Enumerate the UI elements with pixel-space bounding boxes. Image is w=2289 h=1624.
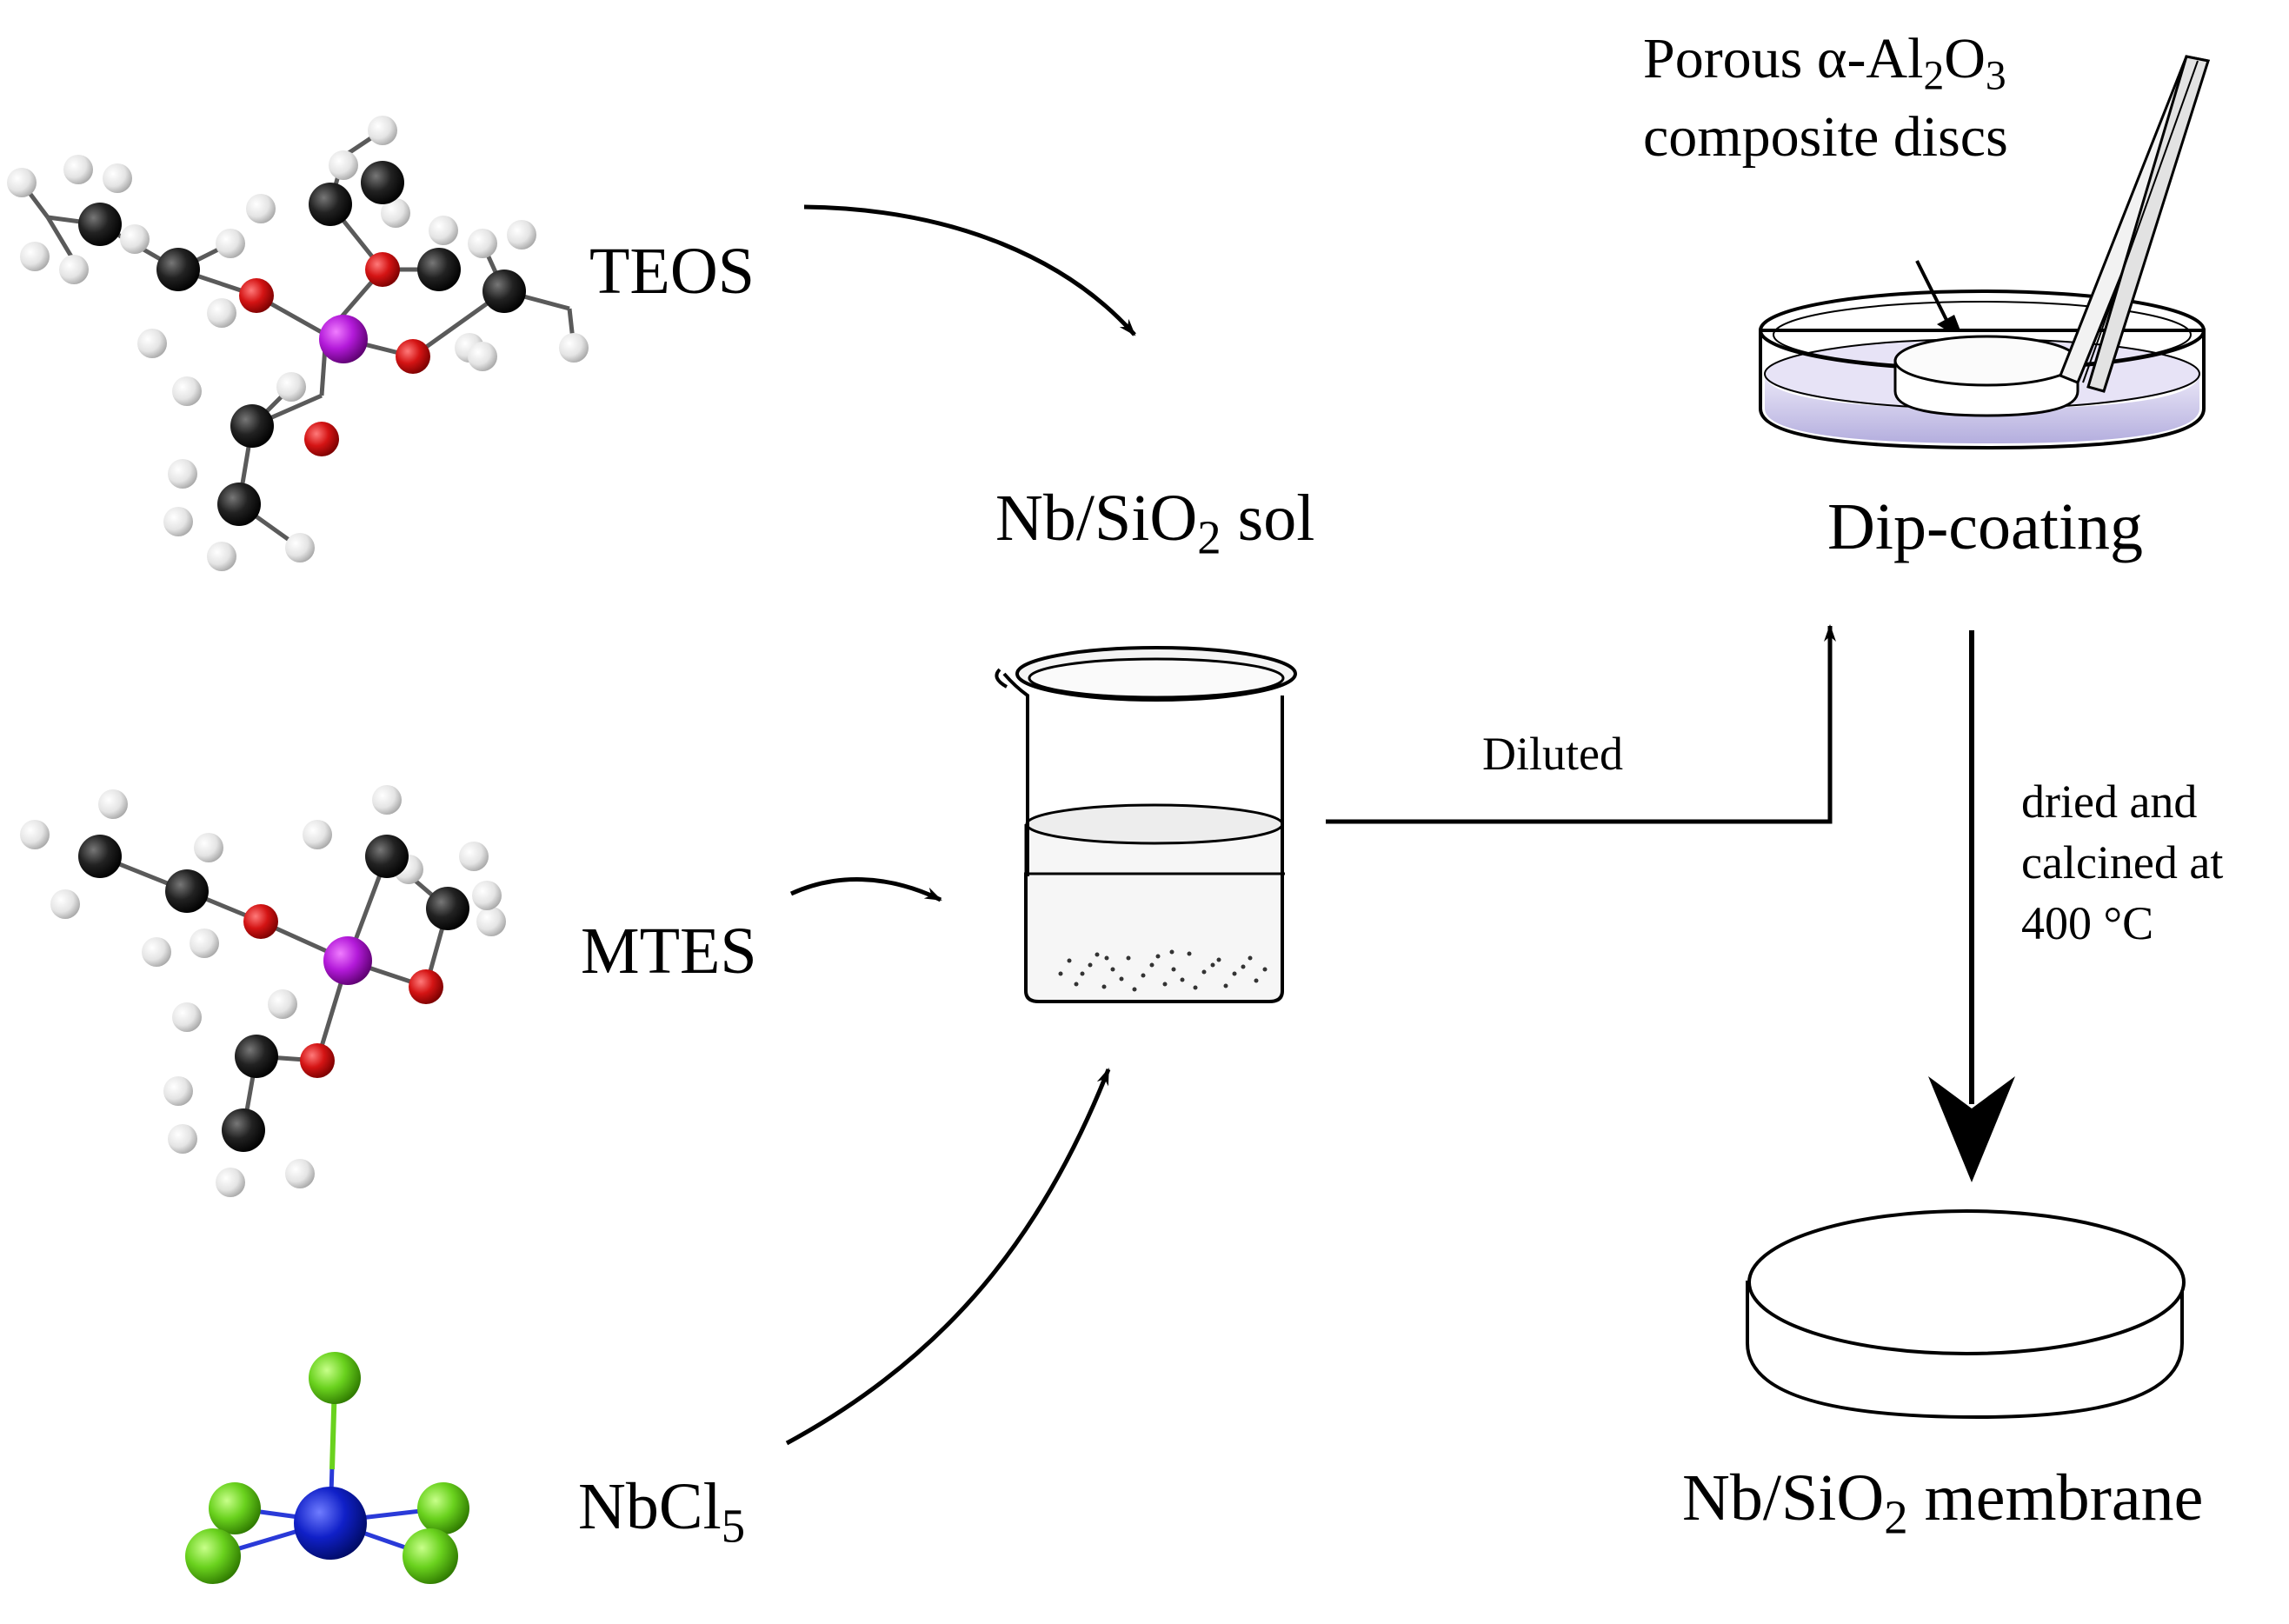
dip-coating-label: Dip-coating [1827, 494, 2143, 560]
membrane-disc-icon [1747, 1211, 2184, 1417]
teos-arrow [804, 207, 1135, 335]
disc-label-pre: Porous α-Al [1643, 27, 1923, 90]
disc-label-sub1: 2 [1923, 53, 1944, 98]
sol-label: Nb/SiO2 sol [995, 485, 1314, 551]
membrane-label-post: membrane [1908, 1461, 2204, 1534]
teos-molecule [7, 116, 589, 571]
calcine-label-line1: dried and [2021, 778, 2197, 825]
mtes-arrow [791, 880, 941, 900]
nbcl5-label: NbCl5 [578, 1474, 745, 1540]
beaker-icon [996, 648, 1295, 1002]
dilute-arrow [1326, 626, 1830, 822]
sol-label-pre: Nb/SiO [995, 482, 1197, 555]
disc-label-line2: composite discs [1643, 109, 2008, 166]
composite-disc-icon [1895, 336, 2078, 416]
reaction-arrows [787, 207, 1830, 1443]
calcine-label-line2: calcined at [2021, 839, 2223, 886]
membrane-label-sub: 2 [1884, 1490, 1907, 1543]
nbcl5-molecule [185, 1352, 469, 1584]
sol-label-post: sol [1221, 482, 1315, 555]
nbcl5-arrow [787, 1069, 1108, 1443]
nbcl5-label-sub: 5 [722, 1499, 745, 1552]
disc-label-mid: O [1944, 27, 1986, 90]
diluted-label: Diluted [1482, 730, 1623, 777]
calcine-label-line3: 400 °C [2021, 900, 2153, 947]
disc-label: Porous α-Al2O3 [1643, 30, 2006, 88]
mtes-label: MTES [581, 918, 757, 984]
disc-label-line1: Porous α-Al2O3 [1643, 27, 2006, 90]
nbcl5-label-main: NbCl [578, 1470, 722, 1543]
membrane-label: Nb/SiO2 membrane [1682, 1465, 2203, 1531]
mtes-molecule [20, 785, 506, 1197]
disc-label-sub2: 3 [1986, 53, 2006, 98]
teos-label: TEOS [589, 238, 755, 304]
membrane-label-pre: Nb/SiO [1682, 1461, 1884, 1534]
sol-label-sub: 2 [1197, 510, 1221, 563]
